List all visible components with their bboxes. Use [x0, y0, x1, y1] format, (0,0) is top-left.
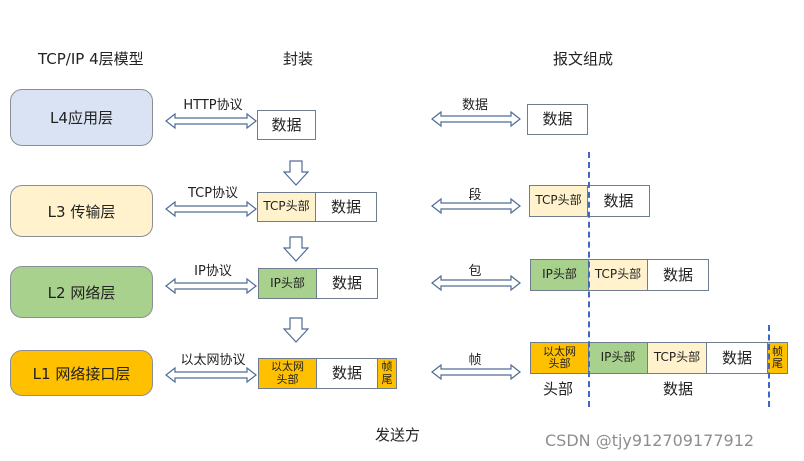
model-header: TCP/IP 4层模型	[38, 50, 144, 68]
protocol-l2-label: IP协议	[194, 264, 232, 279]
double-arrow-icon	[165, 200, 257, 218]
enc-l1-eth-header-cell: 以太网头部	[258, 358, 317, 389]
double-arrow-icon	[165, 277, 257, 295]
enc-l2-ip-header-cell: IP头部	[258, 268, 317, 299]
layer-l2-box: L2 网络层	[10, 266, 153, 318]
msg-l1-ip-header-cell: IP头部	[588, 342, 648, 374]
msg-l1-tcp-header-cell: TCP头部	[647, 342, 707, 374]
bottom-data-label: 数据	[663, 380, 694, 398]
msg-l2-ip-header-cell: IP头部	[530, 259, 589, 291]
message-header: 报文组成	[553, 50, 614, 68]
data-trailer-separator	[768, 325, 770, 407]
enc-l3-tcp-header-cell: TCP头部	[257, 192, 316, 222]
enc-l1-data-cell: 数据	[316, 358, 378, 389]
enc-l4-data-cell: 数据	[257, 110, 316, 140]
protocol-l3-label: TCP协议	[187, 186, 239, 201]
protocol-l4-label: HTTP协议	[183, 98, 243, 113]
enc-l2-data-cell: 数据	[316, 268, 378, 299]
layer-l1-label: L1 网络接口层	[32, 364, 131, 383]
msg-l2-tcp-header-cell: TCP头部	[588, 259, 648, 291]
down-arrow-icon	[283, 236, 309, 262]
protocol-l1-label: 以太网协议	[180, 353, 246, 368]
msg-l3-data-cell: 数据	[587, 185, 650, 217]
double-arrow-icon	[431, 197, 521, 215]
double-arrow-icon	[431, 274, 521, 292]
layer-l3-box: L3 传输层	[10, 185, 153, 237]
down-arrow-icon	[283, 317, 309, 343]
layer-l4-label: L4应用层	[50, 109, 113, 127]
enc-l1-trailer-cell: 帧尾	[377, 358, 397, 389]
unit-l3-label: 段	[468, 188, 482, 203]
msg-l1-eth-header-cell: 以太网头部	[530, 342, 589, 374]
double-arrow-icon	[165, 366, 257, 384]
layer-l2-label: L2 网络层	[47, 283, 116, 302]
msg-l4-data-cell: 数据	[527, 104, 588, 135]
msg-l1-trailer-cell: 帧尾	[767, 342, 788, 374]
unit-l2-label: 包	[468, 264, 482, 279]
bottom-header-label: 头部	[543, 380, 574, 398]
watermark: CSDN @tjy912709177912	[545, 431, 755, 450]
layer-l3-label: L3 传输层	[47, 202, 116, 221]
down-arrow-icon	[283, 160, 309, 186]
msg-l3-tcp-header-cell: TCP头部	[529, 185, 588, 217]
msg-l1-data-cell: 数据	[706, 342, 768, 374]
unit-l1-label: 帧	[468, 353, 482, 368]
sender-label: 发送方	[375, 426, 421, 444]
layer-l4-box: L4应用层	[10, 89, 153, 146]
double-arrow-icon	[431, 110, 521, 128]
double-arrow-icon	[431, 363, 521, 381]
enc-l3-data-cell: 数据	[315, 192, 377, 222]
msg-l2-data-cell: 数据	[647, 259, 709, 291]
unit-l4-label: 数据	[461, 98, 488, 113]
header-data-separator	[588, 152, 590, 407]
double-arrow-icon	[165, 112, 257, 130]
encapsulation-header: 封装	[283, 50, 314, 68]
layer-l1-box: L1 网络接口层	[10, 350, 153, 396]
